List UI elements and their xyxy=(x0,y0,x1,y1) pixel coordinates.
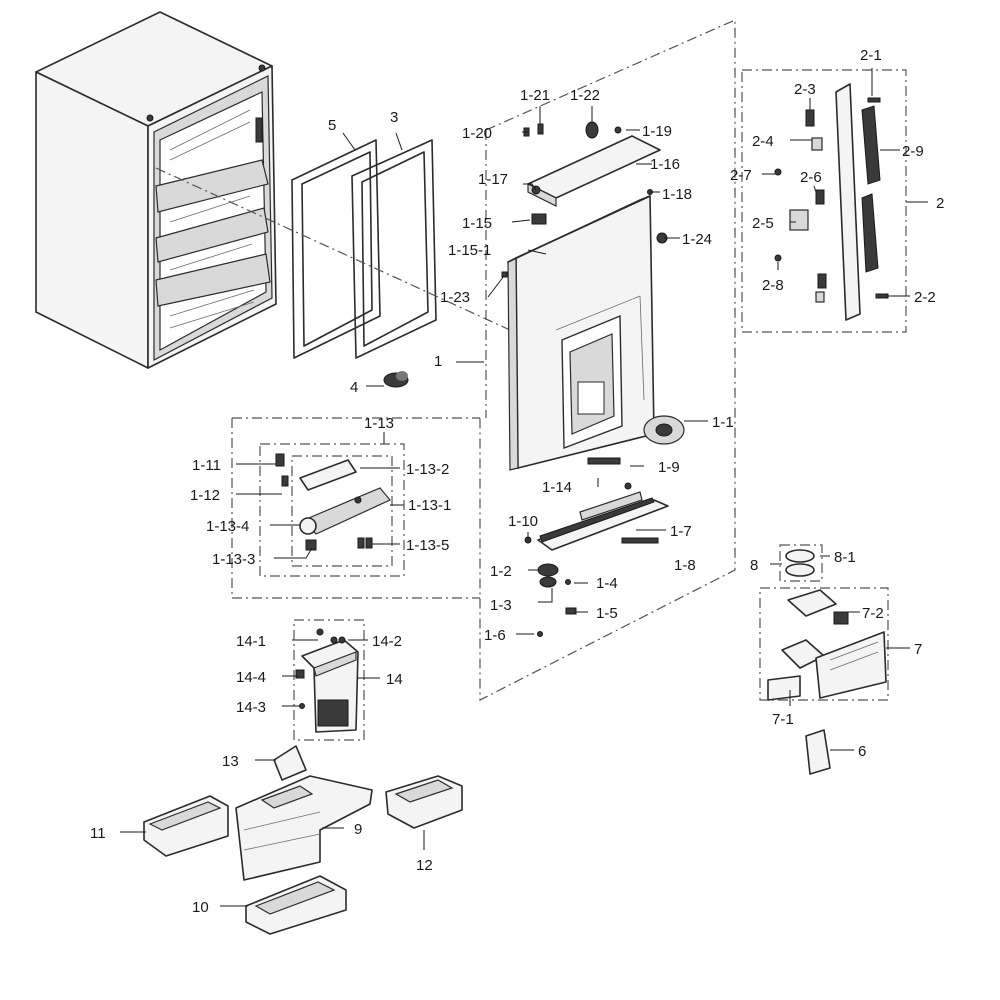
label-8-1: 8-1 xyxy=(834,549,856,566)
label-13: 13 xyxy=(222,753,239,770)
bin-11 xyxy=(143,795,229,857)
bin-13 xyxy=(273,745,307,781)
label-1-18: 1-18 xyxy=(662,186,692,203)
label-1-13-5: 1-13-5 xyxy=(406,537,449,554)
label-1-23: 1-23 xyxy=(440,289,470,306)
label-7-2: 7-2 xyxy=(862,605,884,622)
label-1-16: 1-16 xyxy=(650,156,680,173)
label-6: 6 xyxy=(858,743,866,760)
part-labels: 5 3 4 1 1-23 1-15-1 1-15 1-17 1-20 1-21 … xyxy=(90,47,944,916)
label-1-7: 1-7 xyxy=(670,523,692,540)
label-1-12: 1-12 xyxy=(190,487,220,504)
label-1-1: 1-1 xyxy=(712,414,734,431)
label-1-11: 1-11 xyxy=(192,457,221,474)
label-1-2: 1-2 xyxy=(490,563,512,580)
label-5: 5 xyxy=(328,117,336,134)
bin-12 xyxy=(385,775,463,829)
label-9: 9 xyxy=(354,821,362,838)
label-1-4: 1-4 xyxy=(596,575,618,592)
label-1-15-1: 1-15-1 xyxy=(448,242,491,259)
handle-assembly xyxy=(774,83,889,321)
ice-bucket-14 xyxy=(295,628,359,733)
bin-10 xyxy=(245,875,347,935)
label-4: 4 xyxy=(350,379,358,396)
label-14-2: 14-2 xyxy=(372,633,402,650)
label-2-6: 2-6 xyxy=(800,169,822,186)
label-14-3: 14-3 xyxy=(236,699,266,716)
bin-9 xyxy=(235,775,373,881)
label-1-13-2: 1-13-2 xyxy=(406,461,449,478)
label-1-19: 1-19 xyxy=(642,123,672,140)
door-assembly xyxy=(501,121,685,471)
assembly-outline-8 xyxy=(779,544,823,582)
cabinet-to-door-centerline xyxy=(155,167,511,331)
label-7-1: 7-1 xyxy=(772,711,794,728)
assembly-outline-1-13 xyxy=(259,443,405,577)
label-1: 1 xyxy=(434,353,442,370)
label-2-8: 2-8 xyxy=(762,277,784,294)
dispenser-tray xyxy=(524,457,669,637)
label-1-5: 1-5 xyxy=(596,605,618,622)
part-6-cover xyxy=(805,729,831,775)
label-1-20: 1-20 xyxy=(462,125,492,142)
label-2-4: 2-4 xyxy=(752,133,774,150)
ice-maker-7 xyxy=(767,589,887,701)
label-1-15: 1-15 xyxy=(462,215,492,232)
dispenser-module xyxy=(275,453,391,551)
label-3: 3 xyxy=(390,109,398,126)
label-12: 12 xyxy=(416,857,433,874)
label-1-24: 1-24 xyxy=(682,231,712,248)
label-2-7: 2-7 xyxy=(730,167,752,184)
label-1-10: 1-10 xyxy=(508,513,538,530)
label-1-13-4: 1-13-4 xyxy=(206,518,249,535)
label-14-4: 14-4 xyxy=(236,669,266,686)
label-2-1: 2-1 xyxy=(860,47,882,64)
label-2-2: 2-2 xyxy=(914,289,936,306)
label-1-8: 1-8 xyxy=(674,557,696,574)
label-1-9: 1-9 xyxy=(658,459,680,476)
refrigerator-cabinet xyxy=(35,11,277,369)
label-14-1: 14-1 xyxy=(236,633,266,650)
label-14: 14 xyxy=(386,671,403,688)
label-2-5: 2-5 xyxy=(752,215,774,232)
label-8: 8 xyxy=(750,557,758,574)
assembly-outline-2 xyxy=(741,69,907,333)
door-gasket-3 xyxy=(351,139,437,359)
label-2: 2 xyxy=(936,195,944,212)
leader-lines xyxy=(120,68,928,907)
label-2-3: 2-3 xyxy=(794,81,816,98)
label-11: 11 xyxy=(90,825,106,842)
part-4-knob xyxy=(383,371,409,388)
label-1-6: 1-6 xyxy=(484,627,506,644)
label-2-9: 2-9 xyxy=(902,143,924,160)
label-1-13-1: 1-13-1 xyxy=(408,497,451,514)
label-1-17: 1-17 xyxy=(478,171,508,188)
label-1-22: 1-22 xyxy=(570,87,600,104)
label-1-21: 1-21 xyxy=(520,87,550,104)
assembly-outline-14 xyxy=(293,619,365,741)
assembly-outline-7 xyxy=(759,587,889,701)
part-8-filter xyxy=(785,549,815,577)
assembly-outline-1 xyxy=(231,19,736,701)
label-1-13-3: 1-13-3 xyxy=(212,551,255,568)
door-gasket-5 xyxy=(291,139,381,359)
label-10: 10 xyxy=(192,899,209,916)
label-1-13: 1-13 xyxy=(364,415,394,432)
label-1-14: 1-14 xyxy=(542,479,572,496)
label-1-3: 1-3 xyxy=(490,597,512,614)
label-7: 7 xyxy=(914,641,922,658)
